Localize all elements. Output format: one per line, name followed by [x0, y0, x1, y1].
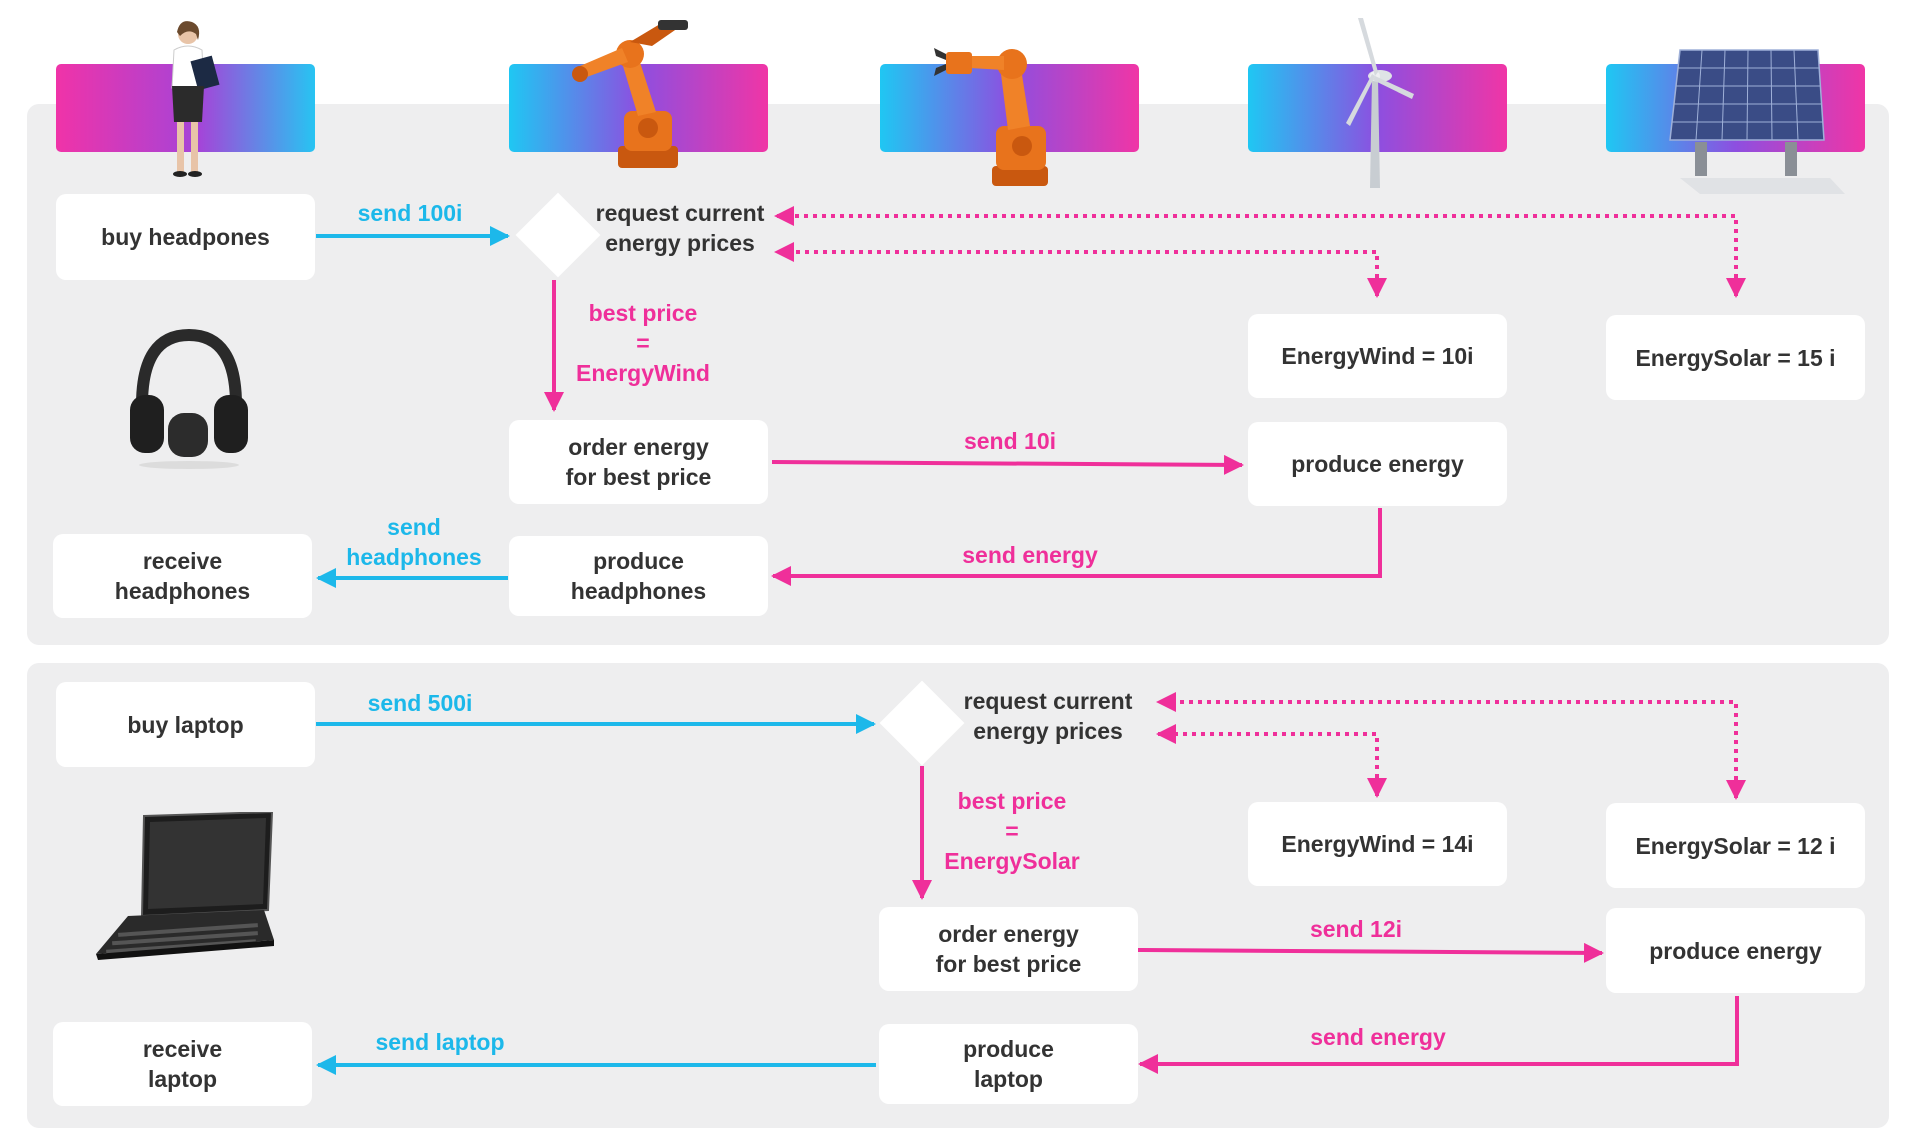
produce-energy-box-1: produce energy: [1248, 422, 1507, 506]
label-best-price-2: best price = EnergySolar: [944, 788, 1080, 874]
arrow-request-wind-1: [774, 242, 1387, 298]
scenario-headphones-panel: [27, 104, 1889, 645]
arrow-send-energy-payment-1: [771, 454, 1244, 475]
label-send-payment-2: send 500i: [367, 690, 473, 716]
order-energy-box-1: order energy for best price: [509, 420, 768, 504]
arrow-send-energy-payment-2: [1137, 942, 1604, 963]
arrow-send-energy-1: [771, 508, 1382, 586]
decision-diamond-2: [879, 680, 965, 766]
label-send-payment-1: send 100i: [357, 200, 463, 226]
arrow-send-energy-2: [1138, 996, 1739, 1074]
produce-energy-box-2: produce energy: [1606, 908, 1865, 993]
laptop-icon: [96, 812, 274, 960]
robot-arm-gripper-icon: [934, 48, 1048, 186]
label-send-energy-payment-2: send 12i: [1309, 916, 1403, 942]
receive-laptop-box: receive laptop: [53, 1022, 312, 1106]
label-request-prices-1: request current energy prices: [595, 200, 765, 256]
businesswoman-icon: [171, 21, 220, 177]
headphones-icon: [130, 328, 248, 469]
label-send-energy-payment-1: send 10i: [963, 428, 1057, 454]
wind-price-box-1: EnergyWind = 10i: [1248, 314, 1507, 398]
label-send-energy-1: send energy: [962, 542, 1098, 568]
arrow-request-solar-2: [1156, 692, 1746, 800]
produce-headphones-box: produce headphones: [509, 536, 768, 616]
label-send-product-2: send laptop: [375, 1029, 505, 1055]
wind-price-box-2: EnergyWind = 14i: [1248, 802, 1507, 886]
buy-laptop-box: buy laptop: [56, 682, 315, 767]
produce-laptop-box: produce laptop: [879, 1024, 1138, 1104]
robot-arm-welder-icon: [572, 20, 688, 168]
solar-panel-icon: [1669, 49, 1845, 194]
order-energy-box-2: order energy for best price: [879, 907, 1138, 991]
solar-price-box-2: EnergySolar = 12 i: [1606, 803, 1865, 888]
buy-headphones-box: buy headpones: [56, 194, 315, 280]
label-send-product-1: send headphones: [346, 514, 482, 570]
label-send-energy-2: send energy: [1310, 1024, 1446, 1050]
arrow-request-wind-2: [1156, 724, 1387, 798]
wind-turbine-icon: [1346, 18, 1414, 188]
arrow-request-solar-1: [774, 206, 1746, 298]
receive-headphones-box: receive headphones: [53, 534, 312, 618]
label-best-price-1: best price = EnergyWind: [576, 300, 710, 386]
label-request-prices-2: request current energy prices: [963, 688, 1133, 744]
solar-price-box-1: EnergySolar = 15 i: [1606, 315, 1865, 400]
decision-diamond-1: [515, 192, 601, 278]
